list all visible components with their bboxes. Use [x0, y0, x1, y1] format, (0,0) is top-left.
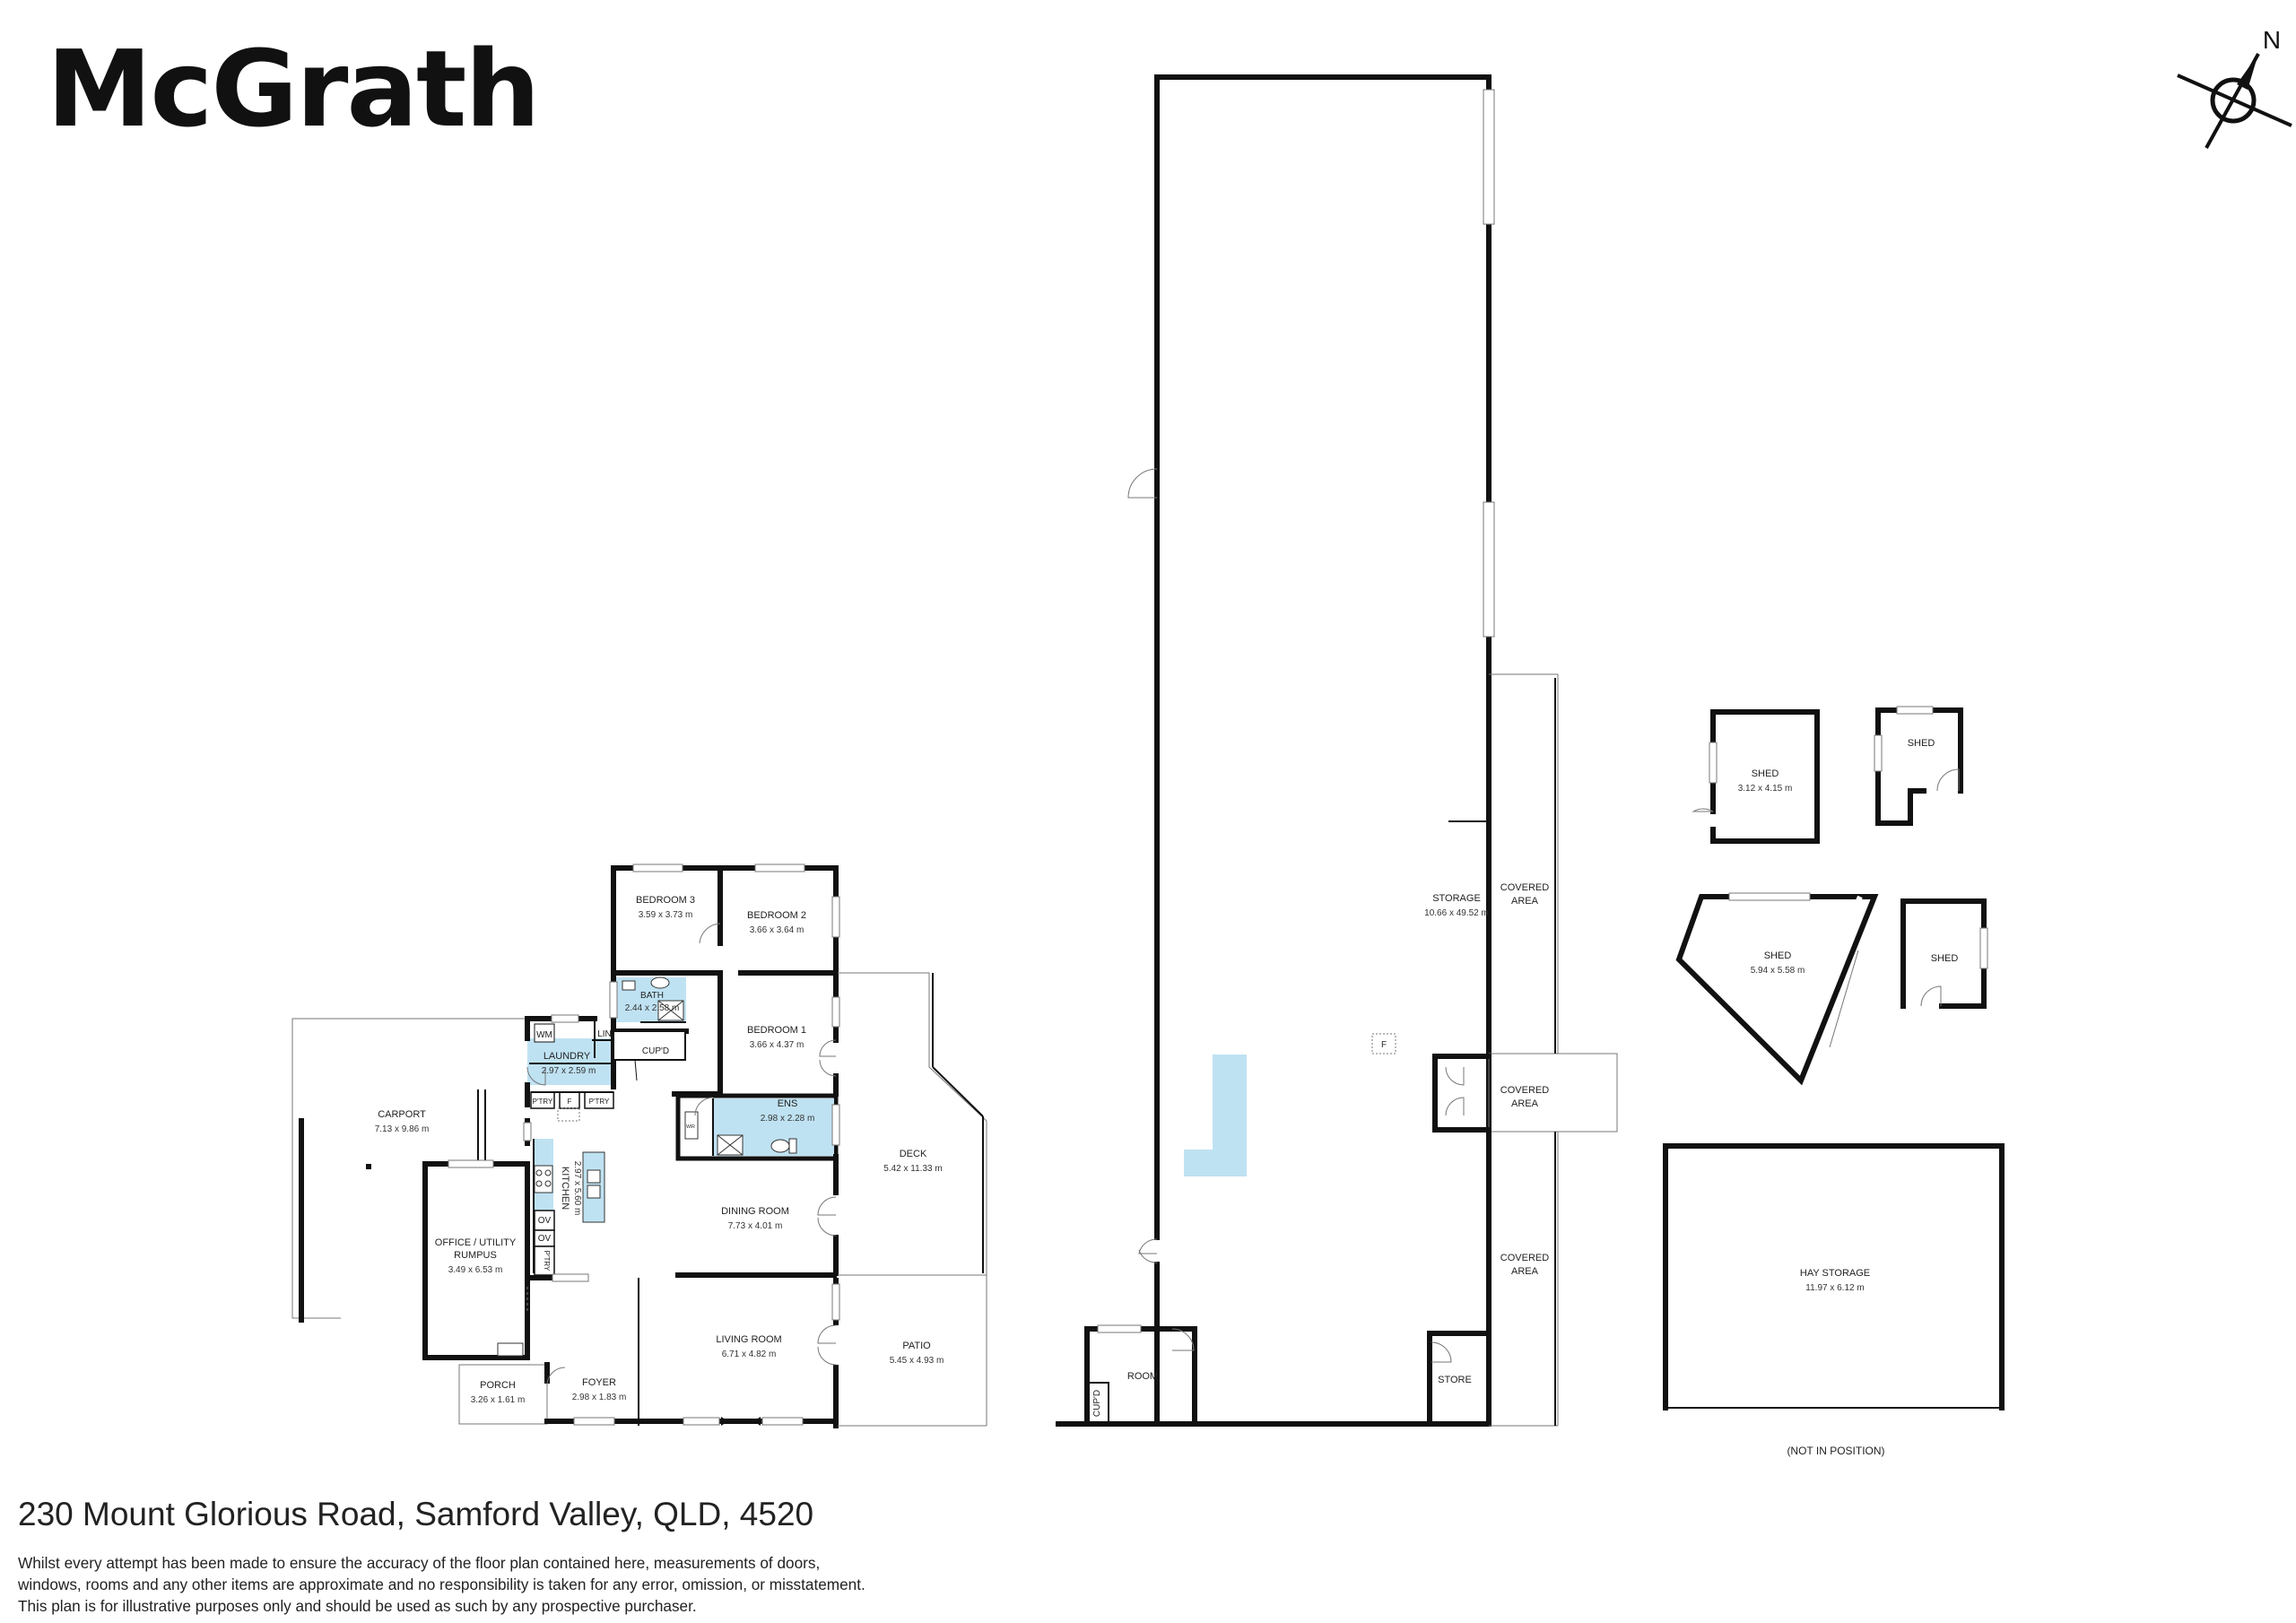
shed4-label: SHED: [1931, 953, 1959, 964]
storage-building: F CUP'D ROOM STORE STORAGE 10.66 x 49.52…: [1056, 74, 1618, 1427]
patio-dim: 5.45 x 4.93 m: [890, 1356, 944, 1366]
compass-north-label: N: [2263, 26, 2281, 54]
laundry-label: LAUNDRY: [544, 1051, 591, 1062]
disclaimer-line: windows, rooms and any other items are a…: [18, 1575, 865, 1593]
property-address: 230 Mount Glorious Road, Samford Valley,…: [18, 1496, 814, 1532]
pantry-label-1: P'TRY: [533, 1098, 553, 1106]
deck-dim: 5.42 x 11.33 m: [883, 1164, 942, 1174]
room-label: ROOM: [1127, 1371, 1158, 1382]
bedroom1-dim: 3.66 x 4.37 m: [750, 1040, 804, 1050]
storage-dim: 10.66 x 49.52 m: [1424, 908, 1489, 918]
bedroom3-label: BEDROOM 3: [636, 895, 695, 906]
storage-f-label: F: [1381, 1040, 1387, 1050]
store-label: STORE: [1438, 1375, 1472, 1385]
disclaimer-line: This plan is for illustrative purposes o…: [18, 1597, 697, 1615]
storage-label: STORAGE: [1432, 893, 1481, 904]
office-dim: 3.49 x 6.53 m: [448, 1265, 503, 1275]
ens-dim: 2.98 x 2.28 m: [761, 1114, 815, 1124]
laundry-dim: 2.97 x 2.59 m: [542, 1066, 596, 1076]
kitchen-dim: 2.97 x 5.60 m: [572, 1161, 582, 1216]
kitchen-label: KITCHEN: [560, 1167, 570, 1210]
pantry-label-3: P'TRY: [543, 1251, 551, 1271]
bedroom1-label: BEDROOM 1: [747, 1025, 806, 1036]
oven-label-2: OV: [538, 1234, 552, 1244]
covered-area-2-label: COVERED: [1500, 1085, 1549, 1096]
shed1-label: SHED: [1752, 768, 1779, 779]
bedroom3-dim: 3.59 x 3.73 m: [639, 910, 693, 920]
bedroom2-dim: 3.66 x 3.64 m: [750, 925, 804, 935]
patio-label: PATIO: [902, 1341, 931, 1351]
deck-label: DECK: [900, 1149, 927, 1159]
wir-label: WIR: [686, 1124, 695, 1130]
office-label-2: RUMPUS: [454, 1250, 497, 1261]
not-in-position-label: (NOT IN POSITION): [1787, 1445, 1884, 1457]
covered-area-3-label-2: AREA: [1511, 1266, 1539, 1277]
living-label: LIVING ROOM: [716, 1334, 781, 1345]
porch-label: PORCH: [480, 1380, 516, 1391]
covered-area-2-label-2: AREA: [1511, 1098, 1539, 1109]
carport-label: CARPORT: [378, 1109, 426, 1120]
shed3-label: SHED: [1764, 950, 1792, 961]
carport-dim: 7.13 x 9.86 m: [375, 1124, 430, 1134]
sheds: SHED 3.12 x 4.15 m SHED SHED 5.94 x 5.58…: [1663, 706, 2005, 1457]
office-label: OFFICE / UTILITY: [435, 1237, 517, 1248]
hay-storage-dim: 11.97 x 6.12 m: [1805, 1283, 1864, 1293]
mcgrath-logo: McGrath: [47, 27, 540, 151]
hay-storage-label: HAY STORAGE: [1800, 1268, 1870, 1279]
cupd-label: CUP'D: [642, 1046, 669, 1056]
house-labels: BEDROOM 3 3.59 x 3.73 m BEDROOM 2 3.66 x…: [375, 895, 944, 1405]
living-dim: 6.71 x 4.82 m: [722, 1350, 777, 1359]
wm-label: WM: [536, 1030, 552, 1040]
disclaimer-line: Whilst every attempt has been made to en…: [18, 1554, 821, 1572]
shed1-dim: 3.12 x 4.15 m: [1738, 784, 1793, 794]
pantry-label-2: P'TRY: [589, 1098, 610, 1106]
bedroom2-label: BEDROOM 2: [747, 910, 806, 921]
ens-label: ENS: [778, 1098, 798, 1109]
shed3-dim: 5.94 x 5.58 m: [1751, 966, 1805, 976]
f-label: F: [568, 1098, 572, 1106]
covered-area-1-label: COVERED: [1500, 882, 1549, 893]
lin-label: LIN: [597, 1029, 612, 1039]
dining-label: DINING ROOM: [721, 1206, 789, 1217]
dining-dim: 7.73 x 4.01 m: [728, 1221, 783, 1231]
bath-label: BATH: [640, 991, 664, 1001]
foyer-label: FOYER: [582, 1377, 616, 1388]
house-plan: WIR: [291, 864, 987, 1428]
shed2-label: SHED: [1908, 738, 1935, 749]
north-compass-icon: N: [2177, 26, 2292, 149]
covered-area-3-label: COVERED: [1500, 1253, 1549, 1263]
storage-cupd-label: CUP'D: [1092, 1390, 1102, 1417]
disclaimer: Whilst every attempt has been made to en…: [18, 1552, 1004, 1617]
oven-label-1: OV: [538, 1216, 552, 1226]
foyer-dim: 2.98 x 1.83 m: [572, 1393, 627, 1402]
covered-area-labels: COVERED AREA COVERED AREA COVERED AREA: [1500, 882, 1549, 1277]
covered-area-1-label-2: AREA: [1511, 896, 1539, 907]
bath-dim: 2.44 x 2.58 m: [625, 1003, 680, 1013]
porch-dim: 3.26 x 1.61 m: [471, 1395, 526, 1405]
